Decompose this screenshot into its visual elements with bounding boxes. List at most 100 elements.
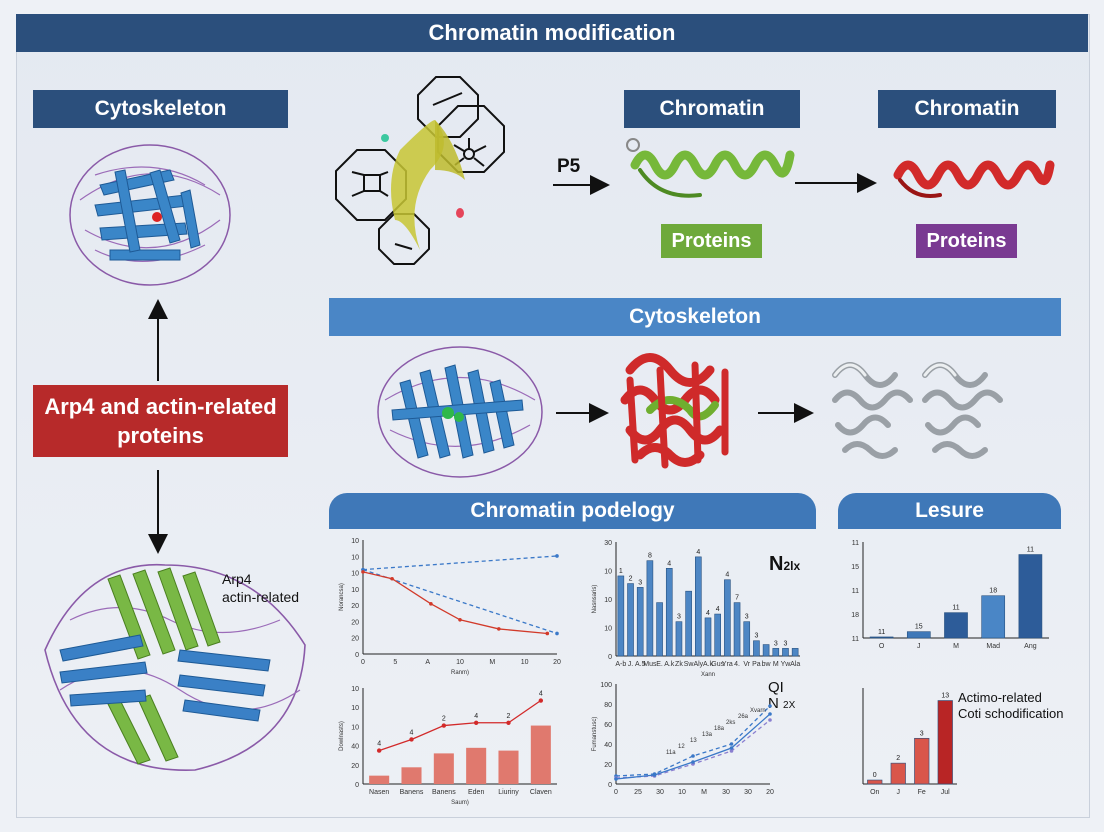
data-point: [768, 718, 772, 722]
y-tick-label: 15: [851, 564, 859, 571]
data-point: [497, 627, 501, 631]
y-tick-label: 0: [608, 782, 612, 789]
n-label-main: N: [769, 553, 784, 575]
x-tick-label: M: [701, 789, 707, 796]
bar-value-label: 11: [1027, 547, 1034, 554]
ql-label: QI N 2X: [768, 680, 795, 714]
bar-value-label: 4: [716, 606, 720, 613]
y-tick-label: 10: [351, 724, 359, 731]
podelogy-title: Chromatin podelogy: [329, 493, 816, 529]
data-point: [652, 773, 657, 777]
data-point: [473, 720, 479, 725]
dot-red-icon: [456, 208, 464, 218]
data-point: [768, 704, 772, 708]
x-tick-label: Yra: [722, 661, 733, 668]
x-tick-label: 20: [553, 659, 561, 666]
chromatin-title-2: Chromatin: [878, 90, 1056, 128]
n-label: N2lx: [769, 553, 800, 576]
y-tick-label: 11: [852, 636, 859, 643]
x-axis-label: Xann: [701, 672, 715, 678]
bar-value-label: 18: [989, 588, 997, 595]
y-tick-label: 10: [604, 626, 612, 633]
y-axis-label: Nasnsaris): [592, 585, 598, 614]
bar-value-label: 7: [735, 595, 739, 602]
data-point: [361, 570, 365, 574]
bar: [656, 602, 663, 657]
arp4-box: Arp4 and actin-related proteins: [33, 385, 288, 457]
x-tick-label: Gus: [711, 661, 724, 668]
y-tick-label: 10: [351, 587, 359, 594]
x-axis-label: Ranm): [451, 670, 469, 676]
bar: [369, 775, 390, 784]
protein-blue-mid-icon: [377, 346, 543, 478]
y-tick-label: 0: [608, 654, 612, 661]
y-tick-label: 40: [604, 742, 612, 749]
ql-line1: QI: [768, 679, 784, 696]
y-tick-label: 40: [351, 744, 359, 751]
x-tick-label: 30: [744, 789, 752, 796]
bar-value-label: 3: [784, 640, 788, 647]
y-tick-label: 60: [604, 722, 612, 729]
bar: [530, 725, 551, 784]
bar-value-label: 2: [629, 576, 633, 583]
data-point: [506, 720, 511, 725]
bar-value-label: 13: [941, 693, 949, 700]
data-point: [614, 777, 618, 781]
point-value-label: 4: [377, 741, 381, 748]
bar-value-label: 2: [896, 755, 900, 762]
data-point: [691, 760, 695, 764]
bar: [869, 636, 894, 639]
x-tick-label: M: [773, 661, 779, 668]
x-tick-label: A.5: [635, 661, 646, 668]
x-tick-label: Ala: [790, 661, 800, 668]
cytoskeleton-title: Cytoskeleton: [33, 90, 288, 128]
arp-side-line2: actin-related: [222, 589, 300, 605]
bar-value-label: 0: [873, 772, 877, 779]
chromatin-title-1: Chromatin: [624, 90, 800, 128]
x-tick-label: Yw: [781, 661, 792, 668]
data-point: [545, 631, 550, 636]
bar: [914, 737, 930, 785]
x-tick-label: Banens: [432, 789, 456, 796]
bar-value-label: 3: [638, 579, 642, 586]
x-tick-label: A: [425, 659, 430, 666]
bar: [685, 590, 692, 657]
protein-blue-top-icon: [69, 144, 231, 286]
arp-side-line1: Arp4: [222, 571, 252, 587]
x-tick-label: 5: [393, 659, 397, 666]
bar: [498, 750, 519, 784]
data-point: [409, 737, 414, 742]
x-tick-label: Mus: [643, 661, 657, 668]
bar-value-label: 3: [677, 614, 681, 621]
data-point: [768, 712, 772, 716]
bar-value-label: 3: [745, 614, 749, 621]
point-value-label: 2: [442, 716, 446, 723]
point-value-label: 2: [507, 713, 511, 720]
y-tick-label: 20: [351, 603, 359, 610]
bar-value-label: 4: [706, 610, 710, 617]
bar: [646, 560, 654, 657]
point-label: Xvarn: [750, 708, 766, 714]
membrane-band2-icon: [435, 120, 465, 180]
point-label: 13: [690, 738, 697, 744]
bar: [675, 621, 683, 657]
helix-red-icon: [893, 160, 1055, 198]
bar-value-label: 3: [754, 633, 758, 640]
y-tick-label: 20: [351, 763, 359, 770]
point-label: 18a: [714, 726, 725, 732]
x-tick-label: Mad: [986, 643, 1000, 650]
bar: [1018, 554, 1043, 639]
bar: [724, 579, 731, 657]
series-line-0: [362, 555, 558, 571]
data-point: [555, 554, 559, 558]
actimo-line1: Actimo-related: [958, 690, 1042, 705]
x-tick-label: Zk: [675, 661, 683, 668]
data-point: [729, 749, 734, 753]
point-label: 12: [678, 744, 685, 750]
x-tick-label: 10: [521, 659, 529, 666]
bar-value-label: 3: [920, 730, 924, 737]
helix-bundle-icon: [620, 353, 729, 469]
y-tick-label: 0: [355, 652, 359, 659]
y-axis-label: Norancsa): [339, 583, 345, 611]
